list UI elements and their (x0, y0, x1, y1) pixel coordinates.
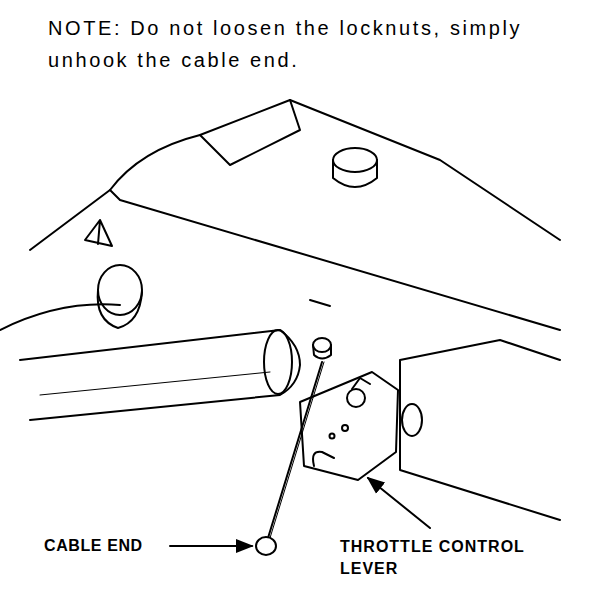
leader-line (368, 478, 430, 528)
housing-edge (110, 190, 560, 330)
tube (20, 330, 300, 420)
note-text: NOTE: Do not loosen the locknuts, simply… (48, 12, 583, 76)
throttle-cable (256, 362, 324, 555)
part-label: CABLE END (44, 536, 174, 557)
pivot-boss (402, 404, 422, 436)
housing-outline (30, 100, 560, 250)
housing-rib (200, 100, 300, 165)
knob (333, 148, 377, 187)
part-label: THROTTLE CONTROL LEVER (340, 536, 572, 581)
pointer-lug (85, 220, 112, 246)
bolt-head (98, 265, 142, 328)
leader-line (170, 545, 252, 547)
right-block (400, 340, 560, 520)
cable-guide (310, 300, 331, 359)
